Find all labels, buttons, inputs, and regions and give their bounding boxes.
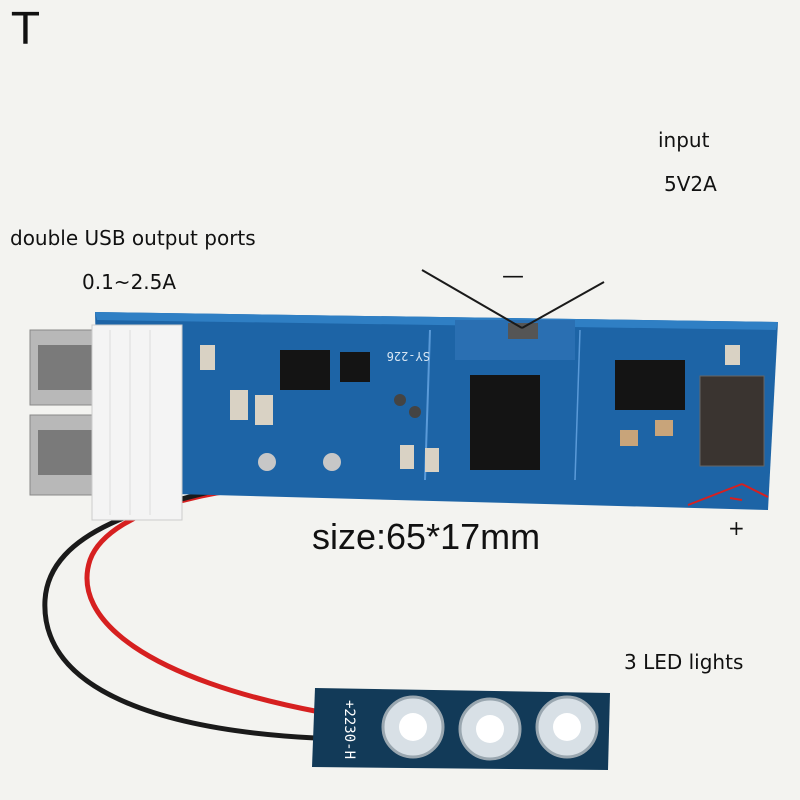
svg-text:+2230-H: +2230-H — [341, 700, 357, 759]
usb-ports — [29, 324, 183, 521]
ic-u5 — [615, 360, 685, 410]
plus-pointer — [687, 483, 743, 506]
plus-sign: + — [728, 516, 745, 540]
plus-pointer-2 — [741, 483, 769, 498]
svg-text:SY-226: SY-226 — [387, 349, 430, 363]
corner-letter: T — [12, 4, 39, 55]
minus-sign: — — [502, 264, 524, 289]
minus-pointer-left — [421, 269, 523, 329]
input-label: input — [658, 128, 710, 152]
minus-pointer-right — [521, 281, 605, 329]
led-label: 3 LED lights — [624, 650, 744, 674]
pcb-board: SY-226 2R2 — [95, 312, 778, 510]
ic-u3 — [280, 350, 330, 390]
usb-label: double USB output ports — [10, 226, 256, 250]
ic-u4 — [340, 352, 370, 382]
usb-current: 0.1~2.5A — [82, 270, 177, 294]
size-label: size:65*17mm — [312, 516, 541, 557]
input-spec: 5V2A — [664, 172, 717, 196]
inductor — [699, 375, 765, 467]
ic-main — [470, 375, 540, 470]
led-board: +2230-H — [312, 688, 610, 770]
